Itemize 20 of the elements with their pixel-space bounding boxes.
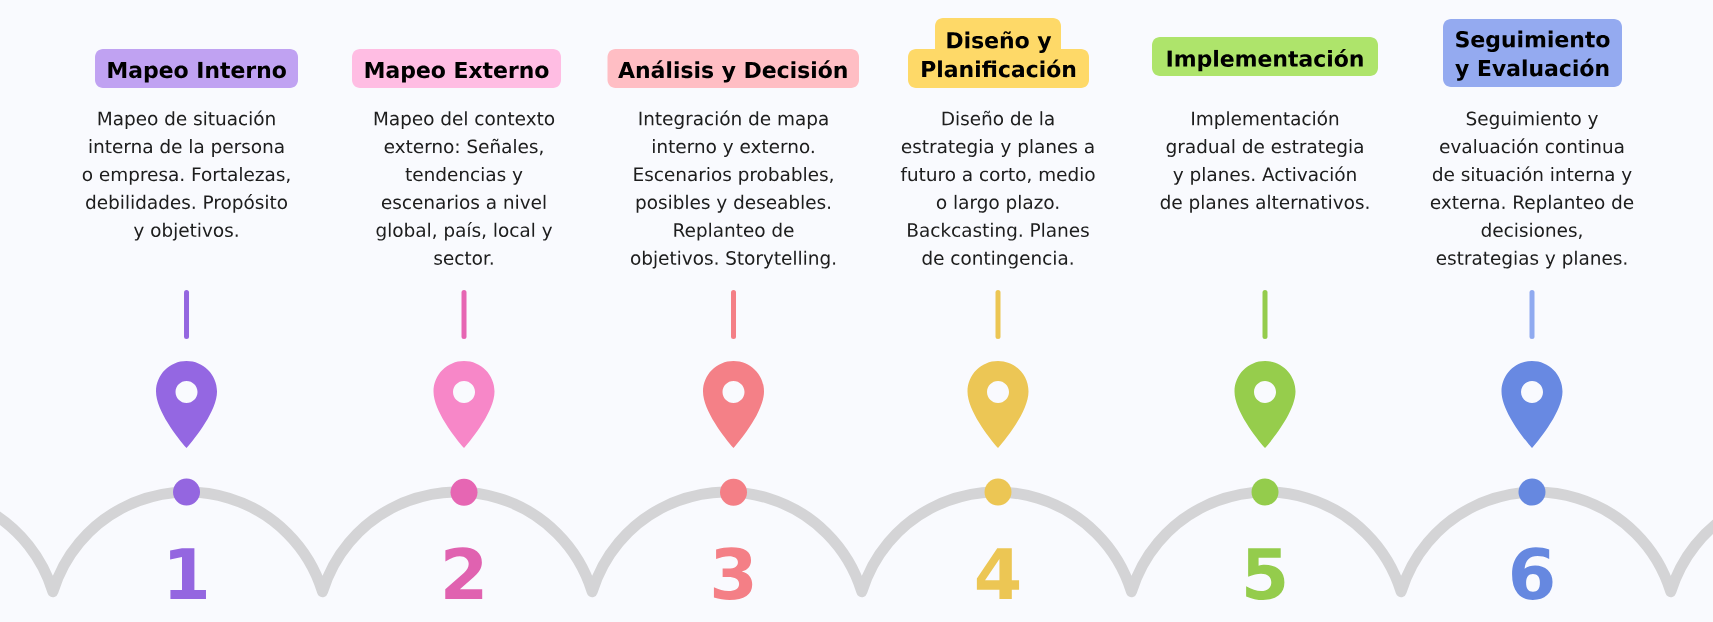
- heading-box: Implementación: [1152, 37, 1378, 76]
- description-text: Integración de mapa interno y externo. Escenarios probables, posibles y deseables. Replanteo de objetivos. Storytelling.: [631, 110, 836, 269]
- description-text: Mapeo de situación interna de la persona o empresa. Fortalezas, debilidades. Propósito y objetivos.: [82, 110, 290, 241]
- heading-box: Análisis y Decisión: [607, 49, 859, 88]
- step-number: 6: [1512, 547, 1553, 600]
- heading-box: Mapeo Interno: [95, 49, 298, 88]
- step-number: 3: [713, 547, 753, 600]
- description-text: Diseño de la estrategia y planes a futuro a corto, medio o largo plazo. Backcasting. Planes de contingencia.: [900, 110, 1095, 269]
- step-number: 4: [976, 548, 1020, 599]
- step-number: 5: [1246, 548, 1285, 600]
- heading-box: Mapeo Externo: [352, 49, 561, 88]
- heading-box: Seguimiento y Evaluación: [1443, 19, 1622, 87]
- step-number: 2: [445, 547, 483, 599]
- heading-box: Diseño y Planificación: [908, 18, 1089, 88]
- description-text: Implementación gradual de estrategia y planes. Activación de planes alternativos.: [1160, 110, 1369, 213]
- node-label: Diseño y: [947, 31, 1052, 53]
- description-text: Mapeo del contexto externo: Señales, tendencias y escenarios a nivel global, país, local y sector.: [374, 111, 555, 265]
- step-number: 1: [170, 548, 206, 599]
- node-label: Planificación: [922, 59, 1076, 78]
- description-text: Seguimiento y evaluación continua de situación interna y externa. Replanteo de decisiones, estrategias y planes.: [1430, 111, 1634, 269]
